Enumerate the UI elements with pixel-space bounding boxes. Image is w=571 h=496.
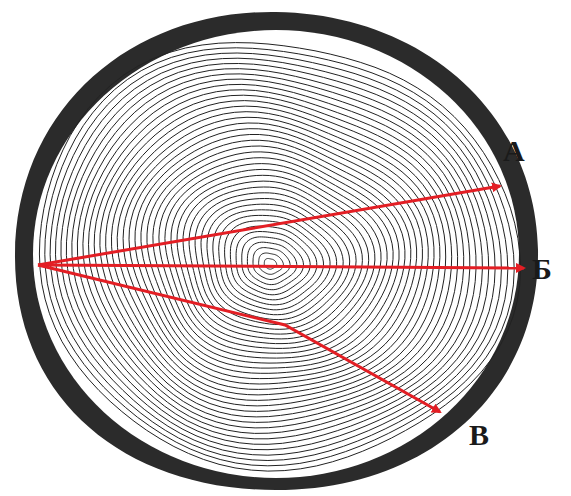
- growth-ring: [201, 199, 350, 325]
- wood: [33, 30, 519, 478]
- arrow-v: [38, 265, 440, 412]
- point-letter: А: [503, 136, 525, 166]
- growth-ring: [39, 43, 520, 472]
- growth-ring: [236, 232, 310, 295]
- growth-ring: [129, 129, 422, 384]
- growth-rings: [39, 43, 520, 472]
- growth-ring: [106, 106, 446, 406]
- growth-ring: [135, 135, 417, 379]
- growth-ring: [123, 123, 428, 389]
- growth-ring: [165, 164, 387, 354]
- growth-ring: [242, 237, 304, 290]
- growth-ring: [50, 53, 508, 461]
- growth-ring: [83, 84, 470, 428]
- growth-ring: [94, 95, 457, 417]
- growth-ring: [72, 74, 483, 439]
- growth-ring: [230, 226, 316, 300]
- growth-ring: [147, 146, 405, 368]
- growth-ring: [117, 117, 434, 395]
- growth-ring: [259, 253, 284, 274]
- growth-ring: [45, 48, 514, 466]
- growth-ring: [189, 187, 362, 334]
- point-letter: Б: [532, 254, 552, 284]
- growth-ring: [141, 140, 411, 373]
- growth-ring: [183, 181, 369, 339]
- growth-ring: [177, 175, 375, 343]
- growth-ring: [61, 64, 495, 450]
- growth-ring: [225, 221, 324, 305]
- growth-ring: [207, 204, 343, 319]
- growth-ring: [153, 152, 399, 363]
- bark: [15, 12, 538, 490]
- growth-ring: [253, 248, 290, 280]
- growth-ring: [247, 242, 296, 284]
- point-letter: В: [469, 420, 489, 450]
- arrow-b: [38, 265, 524, 268]
- growth-ring: [159, 158, 393, 358]
- growth-ring: [56, 58, 502, 455]
- arrow-a: [38, 186, 500, 265]
- growth-ring: [66, 69, 488, 445]
- growth-ring: [112, 112, 440, 401]
- growth-ring: [77, 79, 476, 433]
- growth-ring: [89, 90, 464, 423]
- arrows: [38, 186, 524, 412]
